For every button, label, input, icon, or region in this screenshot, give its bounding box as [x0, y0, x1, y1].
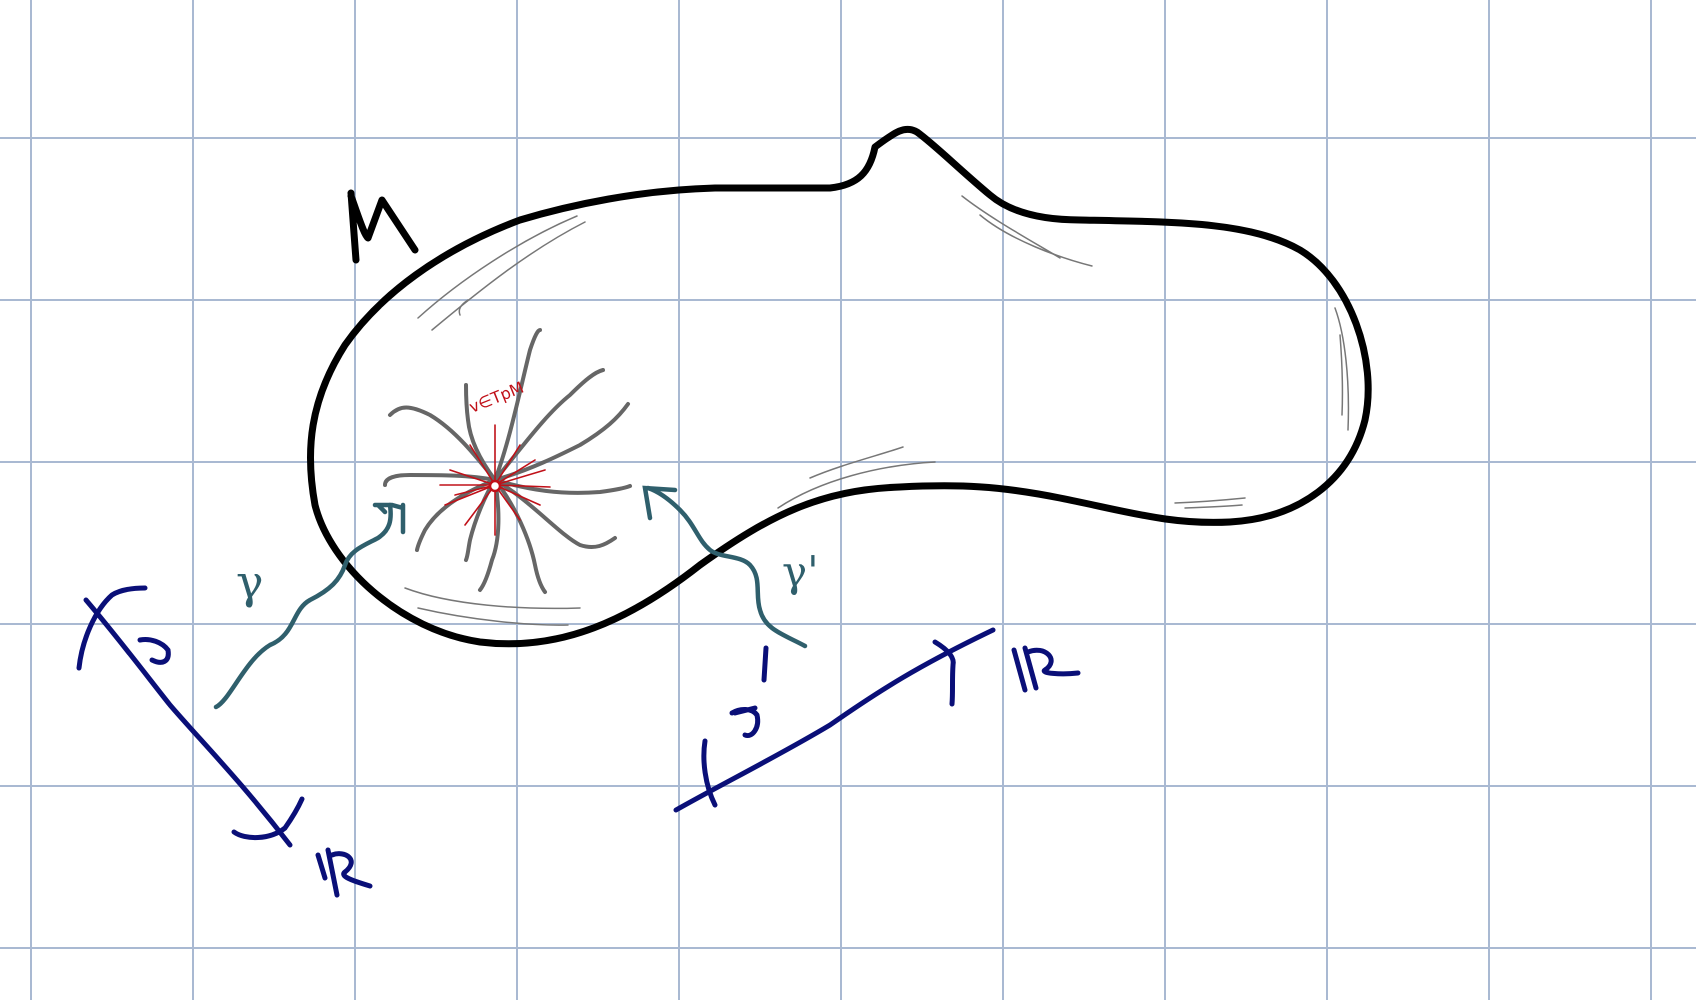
curve-upper-left [388, 405, 497, 482]
curve-gamma-label: γ [236, 555, 264, 609]
curve-lower-left [415, 478, 497, 552]
left-interval-label-glyph [137, 637, 171, 665]
manifold-label-glyph [347, 189, 419, 264]
right-reals-label: ℝ [1020, 672, 1028, 683]
curve-down-left [464, 478, 497, 562]
manifold-outline [306, 125, 1372, 648]
right-interval-end-bracket [932, 639, 956, 707]
left-interval-end-bracket [231, 796, 305, 840]
curve-right-down [493, 478, 617, 549]
curve-upper-right [493, 402, 630, 482]
shading-strokes [404, 195, 1350, 626]
left-reals-glyph [315, 847, 373, 898]
curve-gamma-prime [645, 485, 808, 649]
base-point-marker [488, 479, 502, 493]
curve-down-right [493, 478, 547, 594]
left-real-line [76, 585, 373, 898]
curve-gamma-arrowhead [372, 502, 406, 535]
right-real-line [673, 627, 1081, 813]
left-reals-label: ℝ [320, 872, 328, 883]
right-interval-label-glyph [729, 705, 761, 738]
curve-gamma-prime-arrowhead [642, 485, 678, 521]
curve-up-right [493, 328, 542, 482]
right-interval-start-bracket [701, 738, 718, 808]
tangent-vectors [439, 424, 551, 536]
curve-up-right-far [493, 368, 605, 482]
curve-gamma [213, 502, 393, 710]
curve-down [478, 478, 501, 592]
right-interval-label: J' [739, 722, 746, 733]
curve-left [383, 472, 497, 487]
left-interval-label: J [149, 652, 153, 663]
left-interval-start-bracket [76, 585, 148, 671]
right-reals-glyph [1011, 645, 1081, 693]
right-interval-prime-mark [761, 645, 769, 683]
curve-gamma-prime-label: γ' [782, 547, 819, 596]
manifold-label: M [352, 244, 361, 255]
